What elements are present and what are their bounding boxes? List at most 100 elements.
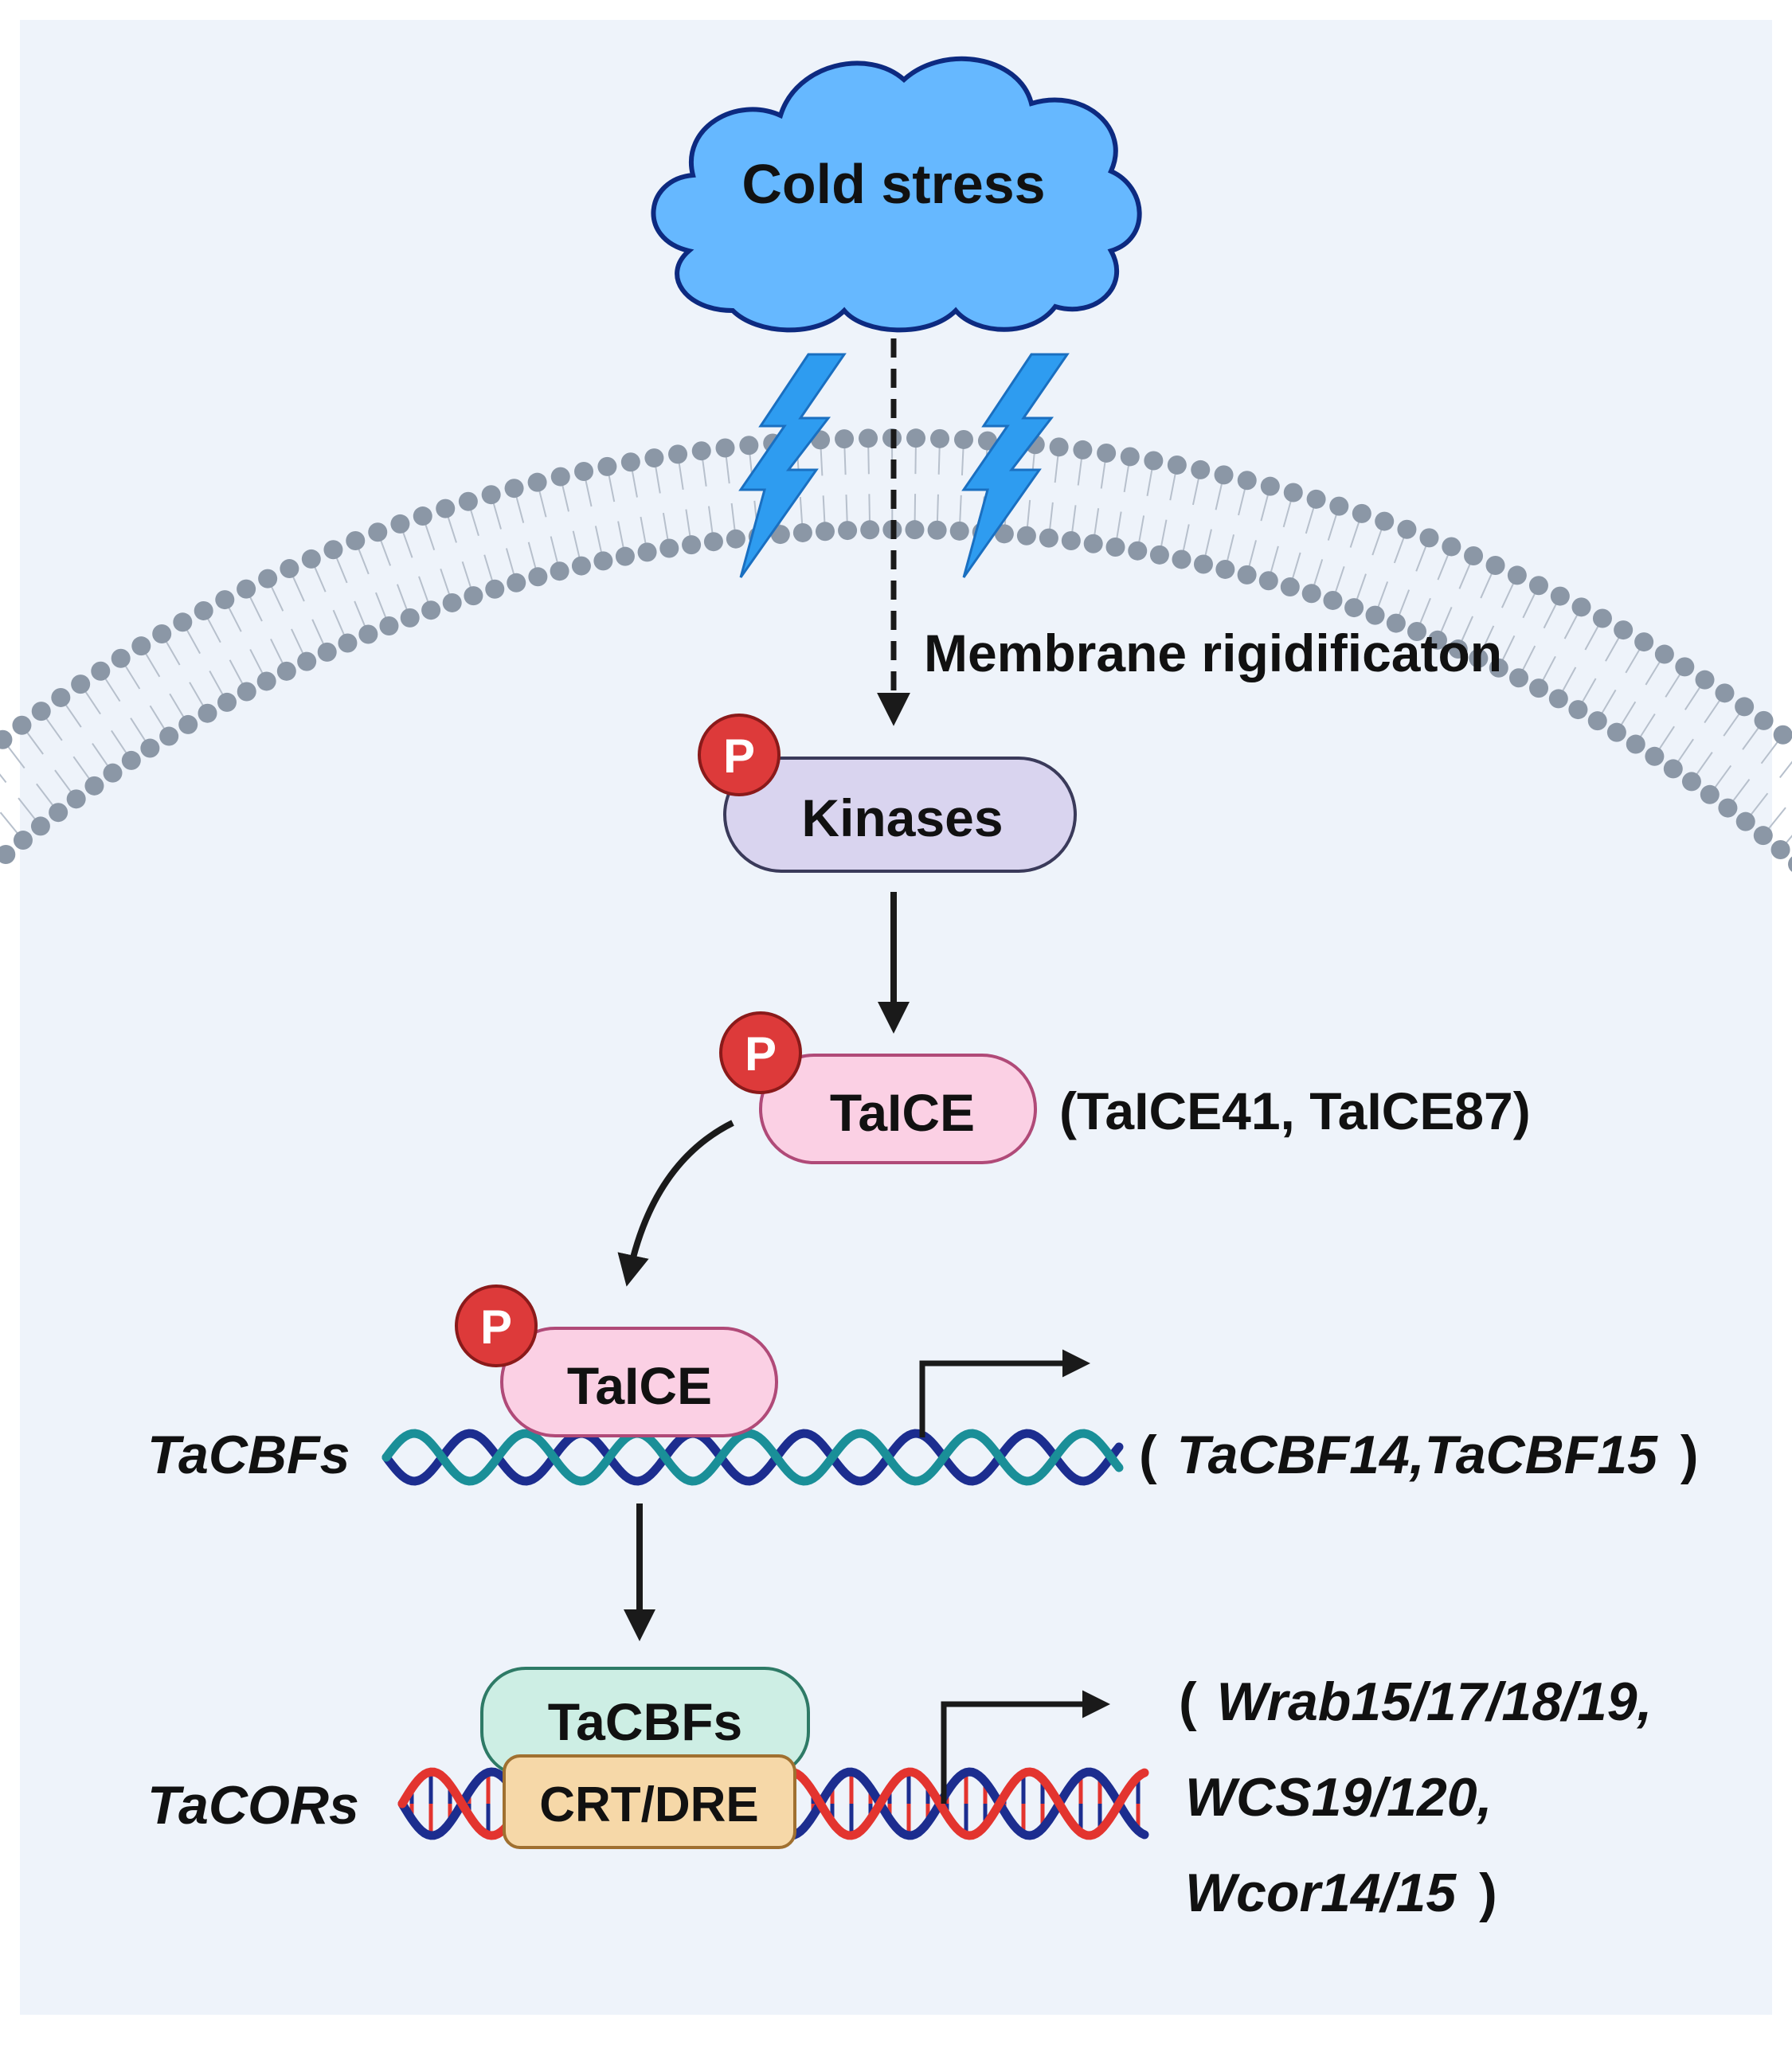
lipid-head [792,522,812,542]
lipid-head [1167,455,1187,475]
lipid-head [1606,722,1626,742]
lightning-bolt-left-icon [738,353,847,578]
lipid-head [644,448,664,468]
lipid-head [597,456,617,476]
lipid-head [507,573,526,592]
lipid-head [1695,670,1715,690]
phospho-symbol: P [723,729,755,783]
lipid-head [1105,538,1125,557]
lipid-head [217,692,237,712]
lipid-head [71,674,91,694]
lipid-head [994,524,1014,544]
lipid-head [835,429,855,449]
lipid-head [1773,725,1792,745]
lipid-head [571,556,591,576]
crt-dre-element: CRT/DRE [503,1754,796,1849]
lipid-head [66,789,86,809]
lipid-head [280,559,299,579]
lipid-head [436,499,456,518]
lipid-head [593,551,613,571]
cold-stress-cloud: Cold stress [651,56,1142,333]
lipid-head [906,428,926,448]
transcription-arrow-cbf [919,1349,1090,1437]
lipid-head [1352,503,1371,523]
lipid-head [1083,534,1103,553]
cor-gene-label: TaCORs [147,1775,359,1836]
lipid-head [237,579,256,599]
lipid-head [0,729,13,749]
lipid-head [905,520,925,540]
lipid-head [198,703,217,723]
lipid-head [726,529,745,549]
phospho-badge-ice-1: P [719,1011,802,1094]
lipid-head [1509,668,1529,688]
transcription-arrow-cor [941,1690,1110,1804]
lipid-head [1788,856,1792,872]
cold-stress-label: Cold stress [741,153,1045,215]
cbf-protein-node: TaCBFs [480,1667,810,1777]
lipid-head [1073,440,1093,459]
lipid-head [739,436,759,456]
lipid-head [1592,608,1612,628]
lipid-head [715,438,735,458]
lipid-head [1120,447,1140,467]
cbf-protein-label: TaCBFs [548,1692,742,1751]
lipid-head [1323,590,1343,610]
lipid-head [1386,613,1406,633]
lipid-head [390,514,410,534]
lipid-head [317,642,337,662]
cor-members-line-2: WCS19/120, [1185,1767,1493,1828]
cor-members-line3: Wcor14/15 [1185,1863,1457,1923]
lipid-head [1442,537,1461,557]
dna-strand [381,1429,1124,1486]
crt-dre-box [503,1754,796,1849]
lipid-head [1681,772,1701,792]
lipid-head [1039,528,1058,548]
lipid-tail [1778,761,1792,779]
lipid-head [838,521,858,541]
lipid-head [1237,565,1257,585]
lipid-head [1016,526,1036,545]
lipid-head [346,531,366,551]
lipid-head [31,702,51,721]
lipid-head [1237,471,1257,491]
lipid-head [379,616,399,635]
lipid-head [1718,798,1738,818]
ice-label-2: TaICE [567,1356,712,1415]
lipid-head [1260,476,1280,496]
kinase-pill [723,757,1077,873]
lipid-head [1301,584,1321,604]
lipid-head [930,428,950,448]
lipid-head [859,428,878,448]
lipid-head [528,567,548,587]
lipid-head [1528,576,1548,596]
arrow-ice-to-ice-dna [617,1120,734,1287]
lipid-head [400,608,420,628]
cbf-dna-helix [381,1429,1124,1486]
lipid-head [51,687,71,707]
lipid-head [691,441,711,461]
lipid-head [1329,496,1349,516]
lipid-head [1634,632,1654,652]
cor-members-line1: Wrab15/17/18/19, [1217,1672,1653,1732]
lipid-head [1397,519,1417,539]
lipid-head [368,522,388,542]
lipid-head [421,600,441,620]
lipid-tail [0,773,7,784]
lipid-head [152,624,172,644]
lipid-head [977,431,997,451]
lipid-head [1548,689,1568,709]
lipid-head [485,579,505,599]
cbf-members-genes: TaCBF14,TaCBF15 [1177,1425,1659,1485]
lipid-head [323,540,343,560]
lipid-head [527,472,547,492]
ice-node-2: TaICE P [455,1284,778,1437]
ice-pill-1 [759,1054,1037,1164]
lipid-head [91,661,111,681]
cor-members-line-1: ( Wrab15/17/18/19, [1179,1672,1652,1732]
kinase-label: Kinases [801,788,1003,847]
ice-node-1: TaICE P [719,1011,1037,1164]
lipid-head [464,586,483,606]
lipid-head [1507,565,1527,585]
lipid-head [1448,639,1468,659]
